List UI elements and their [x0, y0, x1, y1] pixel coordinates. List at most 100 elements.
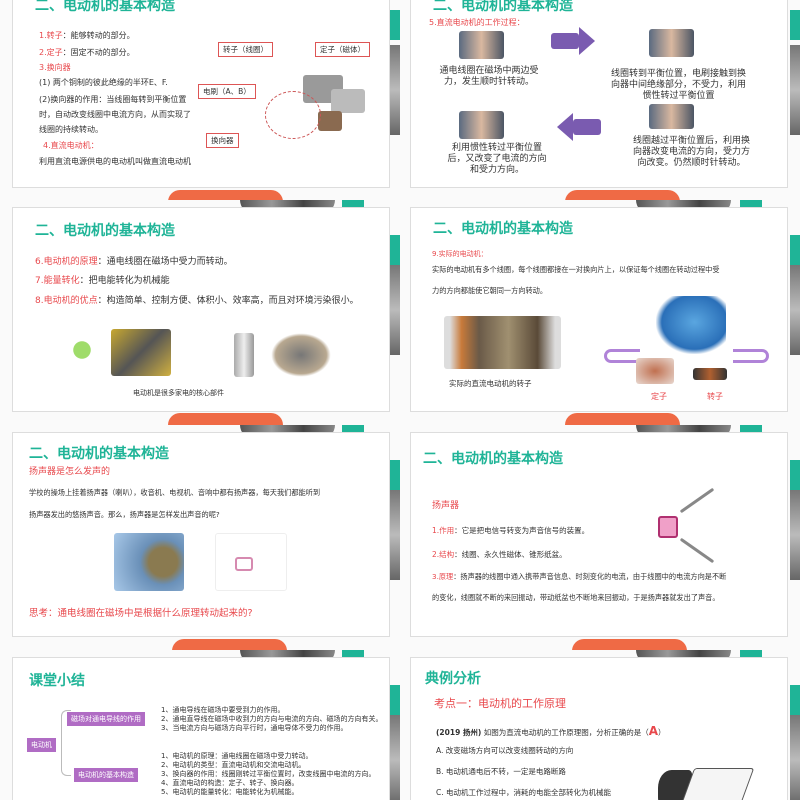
- motor-diagram-image: [331, 89, 365, 113]
- subtitle: 考点一：电动机的工作原理: [434, 697, 566, 710]
- decoration: [790, 235, 800, 265]
- diagram-label-brush: 电刷（A、B）: [198, 84, 256, 99]
- heading: 扬声器: [432, 501, 460, 511]
- decoration: [790, 685, 800, 715]
- decoration: [790, 490, 800, 580]
- term-label: 6.电动机的原理: [35, 257, 98, 267]
- slide-thumbnail-2[interactable]: 二、电动机的基本构造 5.直流电动机的工作过程： 通电线圈在磁场中两边受力，发生…: [400, 0, 800, 200]
- term-text: ：扬声器的线圈中通入携带声音信息、时刻变化的电流，由于线圈中的电流方向是不断: [453, 572, 727, 581]
- step-text: 通电线圈在磁场中两边受力，发生顺时针转动。: [439, 66, 539, 87]
- decoration: [790, 715, 800, 800]
- body-text: 扬声器发出的悠扬声音。那么，扬声器是怎样发出声音的呢?: [29, 510, 220, 519]
- decoration: [390, 460, 400, 490]
- term-text: ：它是把电信号转变为声音信号的装置。: [454, 526, 590, 535]
- term-label: 2.结构: [432, 550, 455, 559]
- speaker-diagram-image: [679, 487, 715, 514]
- term-label: 7.能量转化: [35, 276, 80, 286]
- slide-title: 二、电动机的基本构造: [433, 0, 573, 14]
- option: A. 改变磁场方向可以改变线圈转动的方向: [436, 746, 574, 755]
- arrow-icon: [733, 349, 769, 363]
- question-title: 扬声器是怎么发声的: [29, 467, 111, 477]
- mindmap-point: 3、当电流方向与磁场方向平行时，通电导体不受力的作用。: [161, 724, 348, 732]
- arrow-icon: [604, 349, 640, 363]
- decoration: [390, 685, 400, 715]
- option: B. 电动机通电后不转，一定是电路断路: [436, 767, 566, 776]
- term-label: 4.直流电动机：: [43, 141, 99, 150]
- decoration: [172, 639, 287, 650]
- commutator-highlight: [265, 91, 321, 139]
- step-text: 利用惯性转过平衡位置后，又改变了电流的方向和受力方向。: [447, 143, 547, 175]
- body-text: (1) 两个铜制的彼此绝缘的半环E、F.: [39, 78, 168, 87]
- decoration: [390, 10, 400, 40]
- body-text: 利用直流电源供电的电动机叫做直流电动机: [39, 157, 191, 166]
- slide-card: 二、电动机的基本构造 6.电动机的原理：通电线圈在磁场中受力而转动。 7.能量转…: [12, 207, 390, 412]
- option: C. 电动机工作过程中，消耗的电能全部转化为机械能: [436, 788, 612, 797]
- slide-thumbnail-7[interactable]: 课堂小结 电动机 磁场对通电导线的作用 电动机的基本构造 1、通电导线在磁场中要…: [0, 650, 400, 800]
- decoration: [565, 413, 680, 425]
- body-text: (2)换向器的作用：当线圈每转到平衡位置: [39, 95, 187, 104]
- decoration: [790, 10, 800, 40]
- term-text: ：固定不动的部分。: [62, 48, 135, 57]
- decoration: [790, 265, 800, 355]
- term-label: 8.电动机的优点: [35, 296, 98, 306]
- decoration: [390, 235, 400, 265]
- slide-title: 课堂小结: [29, 673, 85, 689]
- diagram-label-rotor: 转子（线圈）: [218, 42, 273, 57]
- speaker-diagram-image: [658, 516, 678, 538]
- decoration: [390, 45, 400, 135]
- stator-image: [636, 358, 674, 384]
- slide-thumbnail-6[interactable]: 二、电动机的基本构造 扬声器 1.作用：它是把电信号转变为声音信号的装置。 2.…: [400, 425, 800, 650]
- answer: A: [648, 724, 659, 738]
- rotor-image: [444, 316, 561, 369]
- mindmap-point: 4、直流电动的构造：定子、转子、换向器。: [161, 779, 299, 787]
- slide-thumbnail-3[interactable]: 二、电动机的基本构造 6.电动机的原理：通电线圈在磁场中受力而转动。 7.能量转…: [0, 200, 400, 425]
- electric-motor-image: [656, 296, 726, 354]
- question-text: 如图为直流电动机的工作原理图，分析正确的是（: [481, 728, 649, 737]
- decoration: [168, 190, 283, 200]
- mindmap-point: 3、换向器的作用：线圈刚转过平衡位置时，改变线圈中电流的方向。: [161, 770, 376, 778]
- decoration: [572, 639, 687, 650]
- slide-thumbnail-8[interactable]: 典例分析 考点一：电动机的工作原理 (2019 扬州) 如图为直流电动机的工作原…: [400, 650, 800, 800]
- mindmap-point: 2、电动机的类型：直流电动机和交流电动机。: [161, 761, 306, 769]
- slide-thumbnail-4[interactable]: 二、电动机的基本构造 9.实际的电动机： 实际的电动机有多个线圈，每个线圈都接在…: [400, 200, 800, 425]
- mindmap-point: 1、电动机的原理：通电线圈在磁场中受力转动。: [161, 752, 313, 760]
- step-text: 线圈转到平衡位置，电刷接触到换向器中间绝缘部分，不受力，利用惯性转过平衡位置: [611, 69, 747, 101]
- body-text: 线圈的持续转动。: [39, 125, 103, 134]
- slide-title: 二、电动机的基本构造: [29, 446, 169, 462]
- arrow-left-icon: [557, 113, 573, 141]
- fan-image: [71, 336, 93, 376]
- slide-thumbnail-5[interactable]: 二、电动机的基本构造 扬声器是怎么发声的 学校的操场上挂着扬声器（喇叭），收音机…: [0, 425, 400, 650]
- arrow-right-icon: [579, 27, 595, 55]
- body-text: 的变化，线圈就不断的来回振动，带动纸盆也不断地来回振动，于是扬声器就发出了声音。: [432, 593, 720, 602]
- mindmap-connector: [61, 710, 71, 776]
- slide-title: 典例分析: [425, 671, 481, 687]
- slide-card: 课堂小结 电动机 磁场对通电导线的作用 电动机的基本构造 1、通电导线在磁场中要…: [12, 657, 390, 800]
- step-text: 线圈越过平衡位置后，利用换向器改变电流的方向，受力方向改变。仍然顺时针转动。: [632, 136, 750, 168]
- slide-title: 二、电动机的基本构造: [423, 451, 563, 467]
- diagram-label-stator: 定子（磁体）: [315, 42, 370, 57]
- heading: 5.直流电动机的工作过程：: [429, 18, 525, 27]
- term-text: ：构造简单、控制方便、体积小、效率高，而且对环境污染很小。: [97, 296, 359, 306]
- body-text: 时，自动改变线圈中电流方向，从而实现了: [39, 110, 191, 119]
- question-end: ）: [658, 728, 666, 737]
- question-source: (2019 扬州): [436, 728, 482, 737]
- term-text: ：通电线圈在磁场中受力而转动。: [97, 257, 233, 267]
- term-text: ：线圈、永久性磁体、锥形纸盆。: [454, 550, 567, 559]
- slide-thumbnail-1[interactable]: 二、电动机的基本构造 1.转子：能够转动的部分。 2.定子：固定不动的部分。 3…: [0, 0, 400, 200]
- stator-label: 定子: [651, 392, 667, 401]
- mindmap-root: 电动机: [27, 738, 56, 752]
- decoration: [390, 490, 400, 580]
- washer-motor-image: [271, 333, 331, 377]
- speaker-diagram-image: [679, 537, 715, 564]
- slide-title: 二、电动机的基本构造: [35, 0, 175, 14]
- term-label: 1.作用: [432, 526, 455, 535]
- slide-card: 二、电动机的基本构造 扬声器 1.作用：它是把电信号转变为声音信号的装置。 2.…: [410, 432, 788, 637]
- decoration: [168, 413, 283, 425]
- body-text: 实际的电动机有多个线圈，每个线圈都接在一对换向片上，以保证每个线圈在转动过程中受: [432, 265, 720, 274]
- slide-card: 典例分析 考点一：电动机的工作原理 (2019 扬州) 如图为直流电动机的工作原…: [410, 657, 788, 800]
- mindmap-point: 2、通电直导线在磁场中收到力的方向与电流的方向、磁场的方向有关。: [161, 715, 383, 723]
- slide-card: 二、电动机的基本构造 5.直流电动机的工作过程： 通电线圈在磁场中两边受力，发生…: [410, 0, 788, 188]
- mindmap-point: 1、通电导线在磁场中要受到力的作用。: [161, 706, 285, 714]
- process-image: [459, 111, 504, 139]
- mindmap-branch: 电动机的基本构造: [74, 768, 138, 782]
